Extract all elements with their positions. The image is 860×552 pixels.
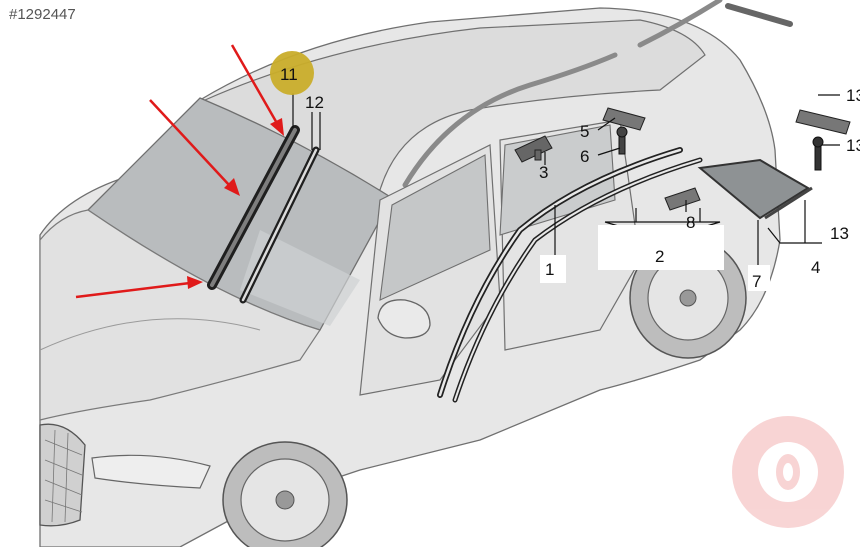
clip-part-5 (602, 107, 646, 131)
callout-4: 4 (811, 258, 820, 277)
hood-crease (39, 318, 261, 351)
door-seal-strip-inner (438, 148, 682, 397)
side-mirror (377, 299, 431, 339)
windshield-glare (240, 230, 360, 326)
label-box-4 (806, 245, 832, 279)
rear-spoiler-strip (725, 3, 793, 27)
highlight-marker (270, 51, 314, 95)
windshield-trim-12-inner (241, 148, 318, 302)
hood (39, 209, 321, 421)
callout-8: 8 (686, 213, 695, 232)
clip-part-8 (664, 187, 701, 211)
clip-part-13-top (795, 109, 851, 135)
label-box-1 (540, 255, 566, 283)
label-box-13 (822, 222, 860, 244)
windshield-trim-11-inner (210, 128, 297, 287)
callout-11: 11 (280, 65, 298, 84)
callout-7: 7 (752, 272, 761, 291)
callout-13-top: 13 (846, 86, 860, 105)
clip-part-3 (514, 135, 553, 163)
roof-panel (203, 19, 706, 191)
red-ring-logo-icon (732, 416, 844, 528)
red-arrows (75, 44, 284, 299)
quarter-window (697, 158, 810, 220)
callout-2: 2 (655, 247, 664, 266)
headlight (91, 454, 211, 489)
roof-rail-rear (637, 0, 723, 48)
callout-5: 5 (580, 122, 589, 141)
front-wheel (222, 441, 348, 552)
door-seal-strip-2-inner (454, 159, 701, 401)
quarter-window-seal (764, 186, 813, 220)
front-side-window (379, 154, 491, 301)
grille-mesh (44, 429, 83, 523)
roof-rail-front (402, 52, 618, 188)
callout-13-right: 13 (830, 224, 849, 243)
label-box-2 (598, 225, 724, 270)
clip-part-13-mid (812, 136, 824, 171)
front-grille (39, 423, 86, 527)
callout-1: 1 (545, 260, 554, 279)
leader-lines (292, 93, 855, 270)
callout-6: 6 (580, 147, 589, 166)
callout-12: 12 (305, 93, 324, 112)
callout-3: 3 (539, 163, 548, 182)
clip-part-6 (616, 126, 628, 155)
callout-13-mid: 13 (846, 136, 860, 155)
label-box-7 (748, 265, 770, 291)
reference-id: #1292447 (9, 6, 76, 23)
